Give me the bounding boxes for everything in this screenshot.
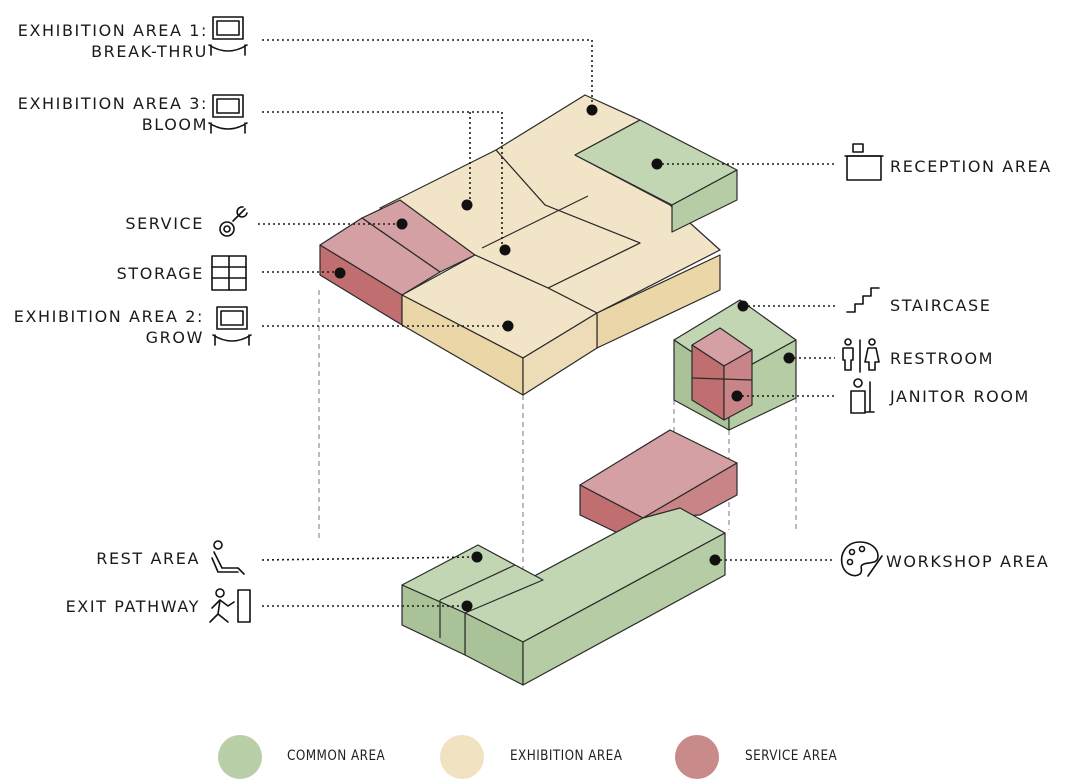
legend-swatch-service: [675, 735, 719, 779]
label-staircase: STAIRCASE: [890, 296, 992, 315]
marker-exhibition-area-3b: [499, 244, 511, 256]
framed-artwork-icon: [208, 16, 248, 56]
label-service: SERVICE: [125, 214, 204, 233]
lower-floor: [401, 429, 738, 686]
label-exhibition-area-2: EXHIBITION AREA 2: GROW: [13, 307, 204, 347]
marker-exhibition-area-1: [586, 104, 598, 116]
marker-dots: [334, 104, 795, 612]
wrench-gear-icon: [219, 206, 248, 237]
marker-exit: [461, 600, 473, 612]
core-tower: [673, 299, 797, 431]
marker-exhibition-area-3: [461, 199, 473, 211]
label-exhibition-area-1: EXHIBITION AREA 1: BREAK-THRU: [17, 21, 208, 61]
label-rest-area: REST AREA: [96, 549, 200, 568]
shelving-icon: [211, 255, 247, 291]
palette-icon: [840, 541, 883, 577]
recliner-icon: [211, 540, 245, 575]
label-janitor-room: JANITOR ROOM: [890, 387, 1030, 406]
exit-icon: [209, 588, 251, 623]
legend-swatch-exhibition: [440, 735, 484, 779]
rest-area-block: [401, 544, 544, 656]
upper-floor: [319, 94, 738, 396]
legend-label-service: SERVICE AREA: [745, 748, 838, 764]
framed-artwork-icon: [208, 94, 248, 134]
marker-reception: [651, 158, 663, 170]
label-restroom: RESTROOM: [890, 349, 995, 368]
exhibition-area-2-block: [401, 254, 598, 396]
marker-rest-area: [471, 551, 483, 563]
label-exit-pathway: EXIT PATHWAY: [65, 597, 200, 616]
marker-janitor: [731, 390, 743, 402]
legend-swatch-common: [218, 735, 262, 779]
staircase-icon: [846, 287, 880, 313]
label-workshop-area: WORKSHOP AREA: [886, 552, 1050, 571]
marker-exhibition-area-2: [502, 320, 514, 332]
marker-service: [396, 218, 408, 230]
marker-workshop: [709, 554, 721, 566]
leader-lines: [258, 39, 835, 607]
marker-storage: [334, 267, 346, 279]
reception-desk-icon: [844, 143, 884, 181]
storage-block: [319, 217, 441, 326]
label-reception-area: RECEPTION AREA: [890, 157, 1052, 176]
legend-label-exhibition: EXHIBITION AREA: [510, 748, 623, 764]
label-storage: STORAGE: [116, 264, 204, 283]
marker-restroom: [783, 352, 795, 364]
framed-artwork-icon: [212, 306, 252, 346]
legend-label-common: COMMON AREA: [287, 748, 386, 764]
marker-staircase: [737, 300, 749, 312]
janitor-icon: [850, 378, 875, 414]
label-exhibition-area-3: EXHIBITION AREA 3: BLOOM: [17, 94, 208, 134]
restroom-icon: [842, 338, 880, 373]
